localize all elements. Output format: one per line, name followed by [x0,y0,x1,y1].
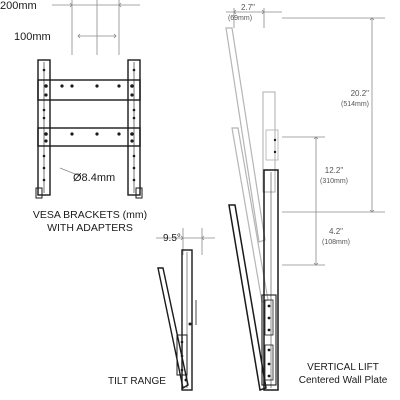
lift-travel-mm: (514mm) [341,101,369,108]
vesa-caption-line1: VESA BRACKETS (mm) [33,209,147,221]
lift-mid-mm: (310mm) [320,178,348,185]
tilt-caption: TILT RANGE [108,376,166,387]
vesa-hole-diameter: Ø8.4mm [73,172,115,184]
vesa-dim-200: 200mm [0,0,37,12]
vertical-lift-drawing [225,8,385,391]
lift-low-mm: (108mm) [322,239,350,246]
vesa-dim-100: 100mm [14,31,51,43]
tilt-angle: 9.5° [163,233,181,244]
tilt-range-drawing [156,228,215,391]
lift-travel-in: 20.2" [351,89,370,98]
vesa-bracket-drawing [35,0,143,199]
lift-low-in: 4.2" [329,227,343,236]
vesa-caption-line2: WITH ADAPTERS [47,222,133,234]
lift-top-offset-mm: (69mm) [228,15,252,22]
lift-mid-in: 12.2" [325,166,344,175]
lift-caption-line1: VERTICAL LIFT [307,362,379,373]
lift-top-offset-in: 2.7" [241,3,255,12]
lift-caption-line2: Centered Wall Plate [299,375,388,386]
